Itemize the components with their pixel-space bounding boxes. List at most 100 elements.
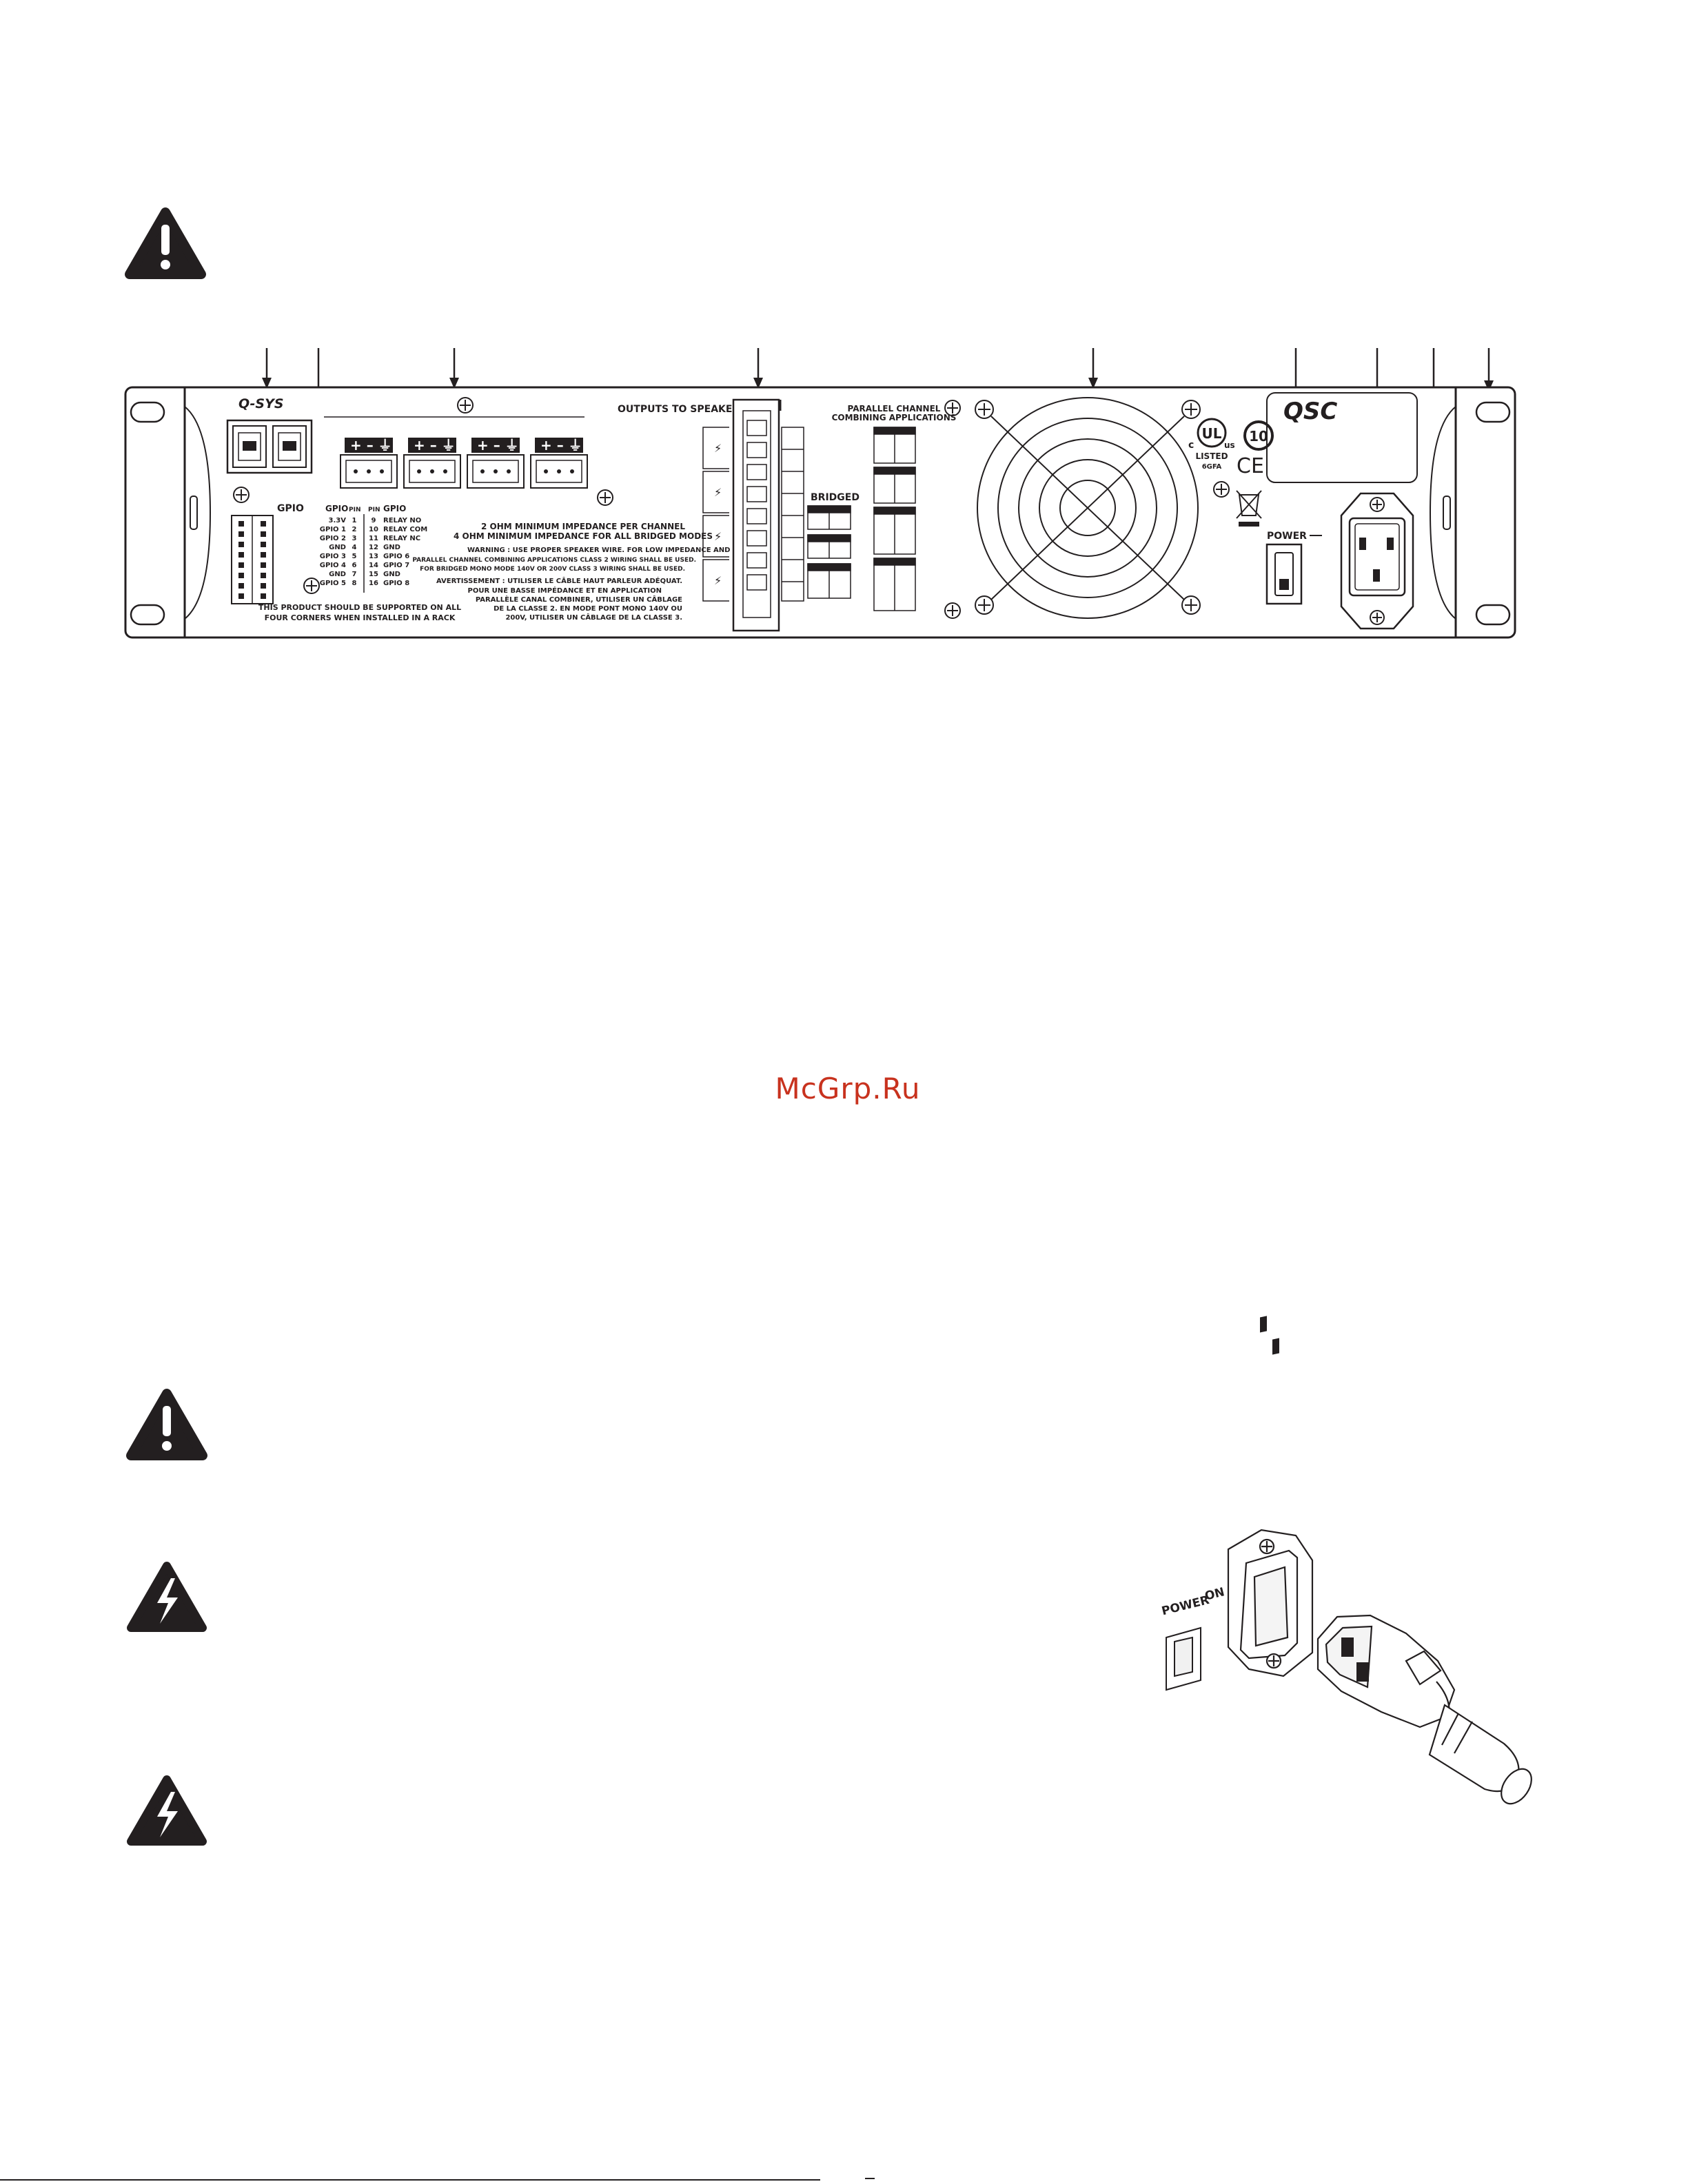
gpio-row-pin: 7 bbox=[352, 571, 357, 578]
gpio-row-label: GND bbox=[329, 571, 346, 578]
gpio-row-label: RELAY NC bbox=[383, 535, 420, 542]
rack-hole bbox=[1475, 604, 1511, 626]
warning-line-2: PARALLEL CHANNEL COMBINING APPLICATIONS … bbox=[412, 557, 696, 564]
gpio-connector bbox=[231, 515, 274, 604]
warning-line-3: FOR BRIDGED MONO MODE 140V OR 200V CLASS… bbox=[420, 566, 685, 573]
avertissement-line-4: DE LA CLASSE 2. EN MODE PONT MONO 140V O… bbox=[494, 605, 682, 613]
gpio-label: GPIO bbox=[277, 503, 304, 514]
qsys-logo: Q-SYS bbox=[238, 396, 284, 411]
gpio-row-pin: 15 bbox=[369, 571, 378, 578]
gpio-row-pin: 10 bbox=[369, 526, 378, 533]
support-note-line-1: THIS PRODUCT SHOULD BE SUPPORTED ON ALL bbox=[258, 603, 461, 612]
ul-us-text: us bbox=[1224, 440, 1235, 450]
gpio-row-pin: 4 bbox=[352, 544, 357, 551]
input-connector: + – ⏚ bbox=[467, 437, 525, 489]
electric-shock-warning-icon bbox=[127, 1775, 207, 1846]
gpio-row-pin: 3 bbox=[352, 535, 357, 542]
rohs-mark-text: 10 bbox=[1249, 428, 1268, 445]
svg-text:⚡: ⚡ bbox=[714, 530, 722, 543]
gpio-table-header-pin: PIN bbox=[349, 507, 360, 513]
gpio-row-label: GPIO 1 bbox=[320, 526, 346, 533]
ul-mark-text: UL bbox=[1202, 425, 1222, 442]
gpio-row-label: RELAY NO bbox=[383, 517, 421, 524]
gpio-row-label: GND bbox=[383, 571, 400, 578]
gpio-row-label: GPIO 5 bbox=[320, 580, 346, 587]
gpio-row-label: RELAY COM bbox=[383, 526, 427, 533]
gpio-pin-table: GPIO PIN PIN GPIO 3.3V 1 9 RELAY NO GPIO… bbox=[320, 504, 427, 593]
gpio-table-header-pin2: PIN bbox=[368, 507, 380, 513]
gpio-row-label: 3.3V bbox=[329, 517, 347, 524]
electric-shock-warning-icon bbox=[127, 1562, 207, 1632]
support-note-line-2: FOUR CORNERS WHEN INSTALLED IN A RACK bbox=[265, 613, 456, 622]
svg-text:⚡: ⚡ bbox=[714, 574, 722, 587]
gpio-row-pin: 12 bbox=[369, 544, 378, 551]
parallel-label-1: PARALLEL CHANNEL bbox=[848, 404, 941, 414]
qsc-label-area: QSC bbox=[1266, 392, 1418, 483]
svg-text:+ – ⏚: + – ⏚ bbox=[350, 437, 392, 453]
bridged-label: BRIDGED bbox=[811, 492, 860, 503]
input-connector: + – ⏚ bbox=[403, 437, 461, 489]
avertissement-line-1: AVERTISSEMENT : UTILISER LE CÂBLE HAUT P… bbox=[436, 576, 682, 585]
gpio-row-pin: 5 bbox=[352, 553, 357, 560]
qsys-network-ports bbox=[226, 419, 313, 474]
rack-hole bbox=[130, 604, 165, 626]
warning-triangle-icon bbox=[126, 1389, 207, 1460]
warning-triangle-icon bbox=[125, 207, 206, 279]
fan-grille bbox=[977, 397, 1199, 619]
ul-listed-text: LISTED bbox=[1195, 451, 1228, 461]
illustration-iec-plug bbox=[1316, 1614, 1532, 1805]
footer-mark bbox=[865, 2178, 875, 2179]
avertissement-line-3: PARALLÈLE CANAL COMBINER, UTILISER UN CÂ… bbox=[476, 595, 682, 604]
ul-c-text: c bbox=[1188, 440, 1194, 451]
gpio-row-label: GND bbox=[383, 544, 400, 551]
rohs-10-icon: 10 bbox=[1243, 420, 1274, 451]
avertissement-line-5: 200V, UTILISER UN CÂBLAGE DE LA CLASSE 3… bbox=[505, 613, 682, 622]
ce-mark: CE bbox=[1237, 454, 1264, 478]
impedance-note-2: 4 OHM MINIMUM IMPEDANCE FOR ALL BRIDGED … bbox=[454, 531, 713, 541]
power-switch[interactable] bbox=[1265, 543, 1303, 605]
gpio-row-pin: 13 bbox=[369, 553, 378, 560]
ul-code-text: 6GFA bbox=[1202, 463, 1222, 471]
warning-line-1: WARNING : USE PROPER SPEAKER WIRE. FOR L… bbox=[467, 547, 730, 554]
gpio-row-pin: 2 bbox=[352, 526, 357, 533]
footer-rule bbox=[0, 2179, 820, 2181]
gpio-row-label: GPIO 6 bbox=[383, 553, 409, 560]
bridged-wiring-diagram bbox=[807, 505, 851, 599]
impedance-note-1: 2 OHM MINIMUM IMPEDANCE PER CHANNEL bbox=[481, 522, 685, 531]
gpio-row-label: GPIO 8 bbox=[383, 580, 409, 587]
gpio-row-pin: 9 bbox=[372, 517, 376, 524]
screw-icons bbox=[233, 397, 1230, 619]
gpio-row-pin: 11 bbox=[369, 535, 378, 542]
power-label: POWER bbox=[1267, 531, 1307, 542]
gpio-row-label: GPIO 2 bbox=[320, 535, 346, 542]
ul-listed-mark: UL c us LISTED 6GFA bbox=[1188, 418, 1235, 471]
parallel-wiring-diagram bbox=[873, 427, 916, 611]
gpio-row-label: GND bbox=[329, 544, 346, 551]
svg-text:⚡: ⚡ bbox=[714, 486, 722, 499]
parallel-label-2: COMBINING APPLICATIONS bbox=[832, 413, 957, 422]
input-connector: + – ⏚ bbox=[530, 437, 588, 489]
power-cord-illustration: POWER ON bbox=[1160, 1316, 1532, 1805]
gpio-table-header-left: GPIO bbox=[325, 504, 348, 513]
gpio-row-label: GPIO 7 bbox=[383, 562, 409, 569]
speaker-output-connector: ⚡ ⚡ ⚡ ⚡ bbox=[702, 398, 804, 632]
svg-text:⚡: ⚡ bbox=[714, 442, 722, 455]
watermark-text: McGrp.Ru bbox=[775, 1072, 921, 1105]
svg-text:+ – ⏚: + – ⏚ bbox=[414, 437, 456, 453]
illustration-iec-inlet bbox=[1227, 1316, 1314, 1677]
avertissement-line-2: POUR UNE BASSE IMPÉDANCE ET EN APPLICATI… bbox=[468, 586, 662, 595]
svg-text:+ – ⏚: + – ⏚ bbox=[477, 437, 519, 453]
svg-text:+ – ⏚: + – ⏚ bbox=[540, 437, 582, 453]
illustration-power-switch bbox=[1166, 1626, 1201, 1691]
weee-bin-icon bbox=[1236, 490, 1262, 527]
gpio-row-label: GPIO 3 bbox=[320, 553, 346, 560]
gpio-table-header-right: GPIO bbox=[383, 504, 406, 513]
qsc-logo: QSC bbox=[1283, 398, 1337, 425]
gpio-row-label: GPIO 4 bbox=[320, 562, 346, 569]
outputs-label: OUTPUTS TO SPEAKERS bbox=[618, 404, 746, 415]
illustration-power-label: POWER bbox=[1160, 1593, 1210, 1618]
gpio-row-pin: 16 bbox=[369, 580, 378, 587]
iec-power-inlet[interactable] bbox=[1340, 492, 1414, 630]
analog-input-connectors: + – ⏚ + – ⏚ + – ⏚ + – ⏚ bbox=[340, 437, 588, 489]
